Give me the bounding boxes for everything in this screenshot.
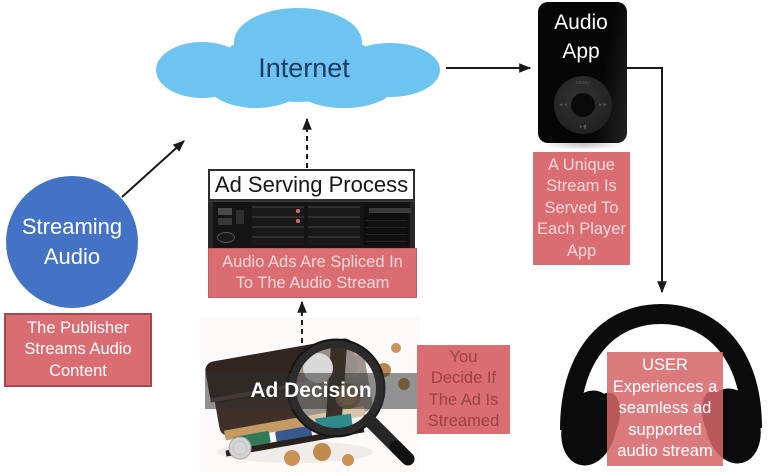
server-vent-lines xyxy=(366,220,407,243)
internet-label: Internet xyxy=(258,52,350,83)
click-wheel-icon: MENU ◄◄ ►► ►▮ xyxy=(554,76,612,134)
audio-app-label: Audio App xyxy=(554,10,608,63)
user-note: USER Experiences a seamless ad supported… xyxy=(607,352,723,466)
server-label-chip xyxy=(218,218,232,225)
rack-server-image xyxy=(208,201,415,249)
server-drive-bays-right xyxy=(308,206,360,245)
arrow-streaming-to-internet xyxy=(121,140,185,198)
wheel-prev-icon: ◄◄ xyxy=(558,102,568,108)
streaming-audio-node: Streaming Audio xyxy=(6,176,138,308)
audio-app-device: Audio App MENU ◄◄ ►► ►▮ xyxy=(538,2,627,143)
ad-decision-banner: Ad Decision xyxy=(205,373,417,409)
server-rack-ear-left xyxy=(208,202,213,249)
server-led xyxy=(296,219,300,223)
wheel-next-icon: ►► xyxy=(598,102,608,108)
splice-note: Audio Ads Are Spliced In To The Audio St… xyxy=(208,248,417,298)
arrow-audioapp-to-headphones xyxy=(627,67,667,294)
server-drive-bays-left xyxy=(252,206,304,245)
wheel-center-button xyxy=(571,93,595,117)
you-decide-note: You Decide If The Ad Is Streamed xyxy=(417,345,510,434)
coins-front xyxy=(228,436,354,466)
server-power-button xyxy=(217,232,235,243)
server-port xyxy=(236,210,244,224)
publisher-note: The Publisher Streams Audio Content xyxy=(4,313,152,387)
server-dvd-panel xyxy=(364,206,411,245)
server-led xyxy=(296,209,300,213)
wheel-play-icon: ►▮ xyxy=(578,124,587,130)
wheel-menu-label: MENU xyxy=(575,80,590,86)
server-rack-ear-right xyxy=(410,202,415,249)
internet-cloud-icon xyxy=(156,8,440,108)
unique-stream-note: A Unique Stream Is Served To Each Player… xyxy=(533,152,630,265)
server-dvd-slot xyxy=(369,208,411,213)
ad-serving-process-title: Ad Serving Process xyxy=(208,169,415,201)
server-label-chip xyxy=(218,208,232,215)
